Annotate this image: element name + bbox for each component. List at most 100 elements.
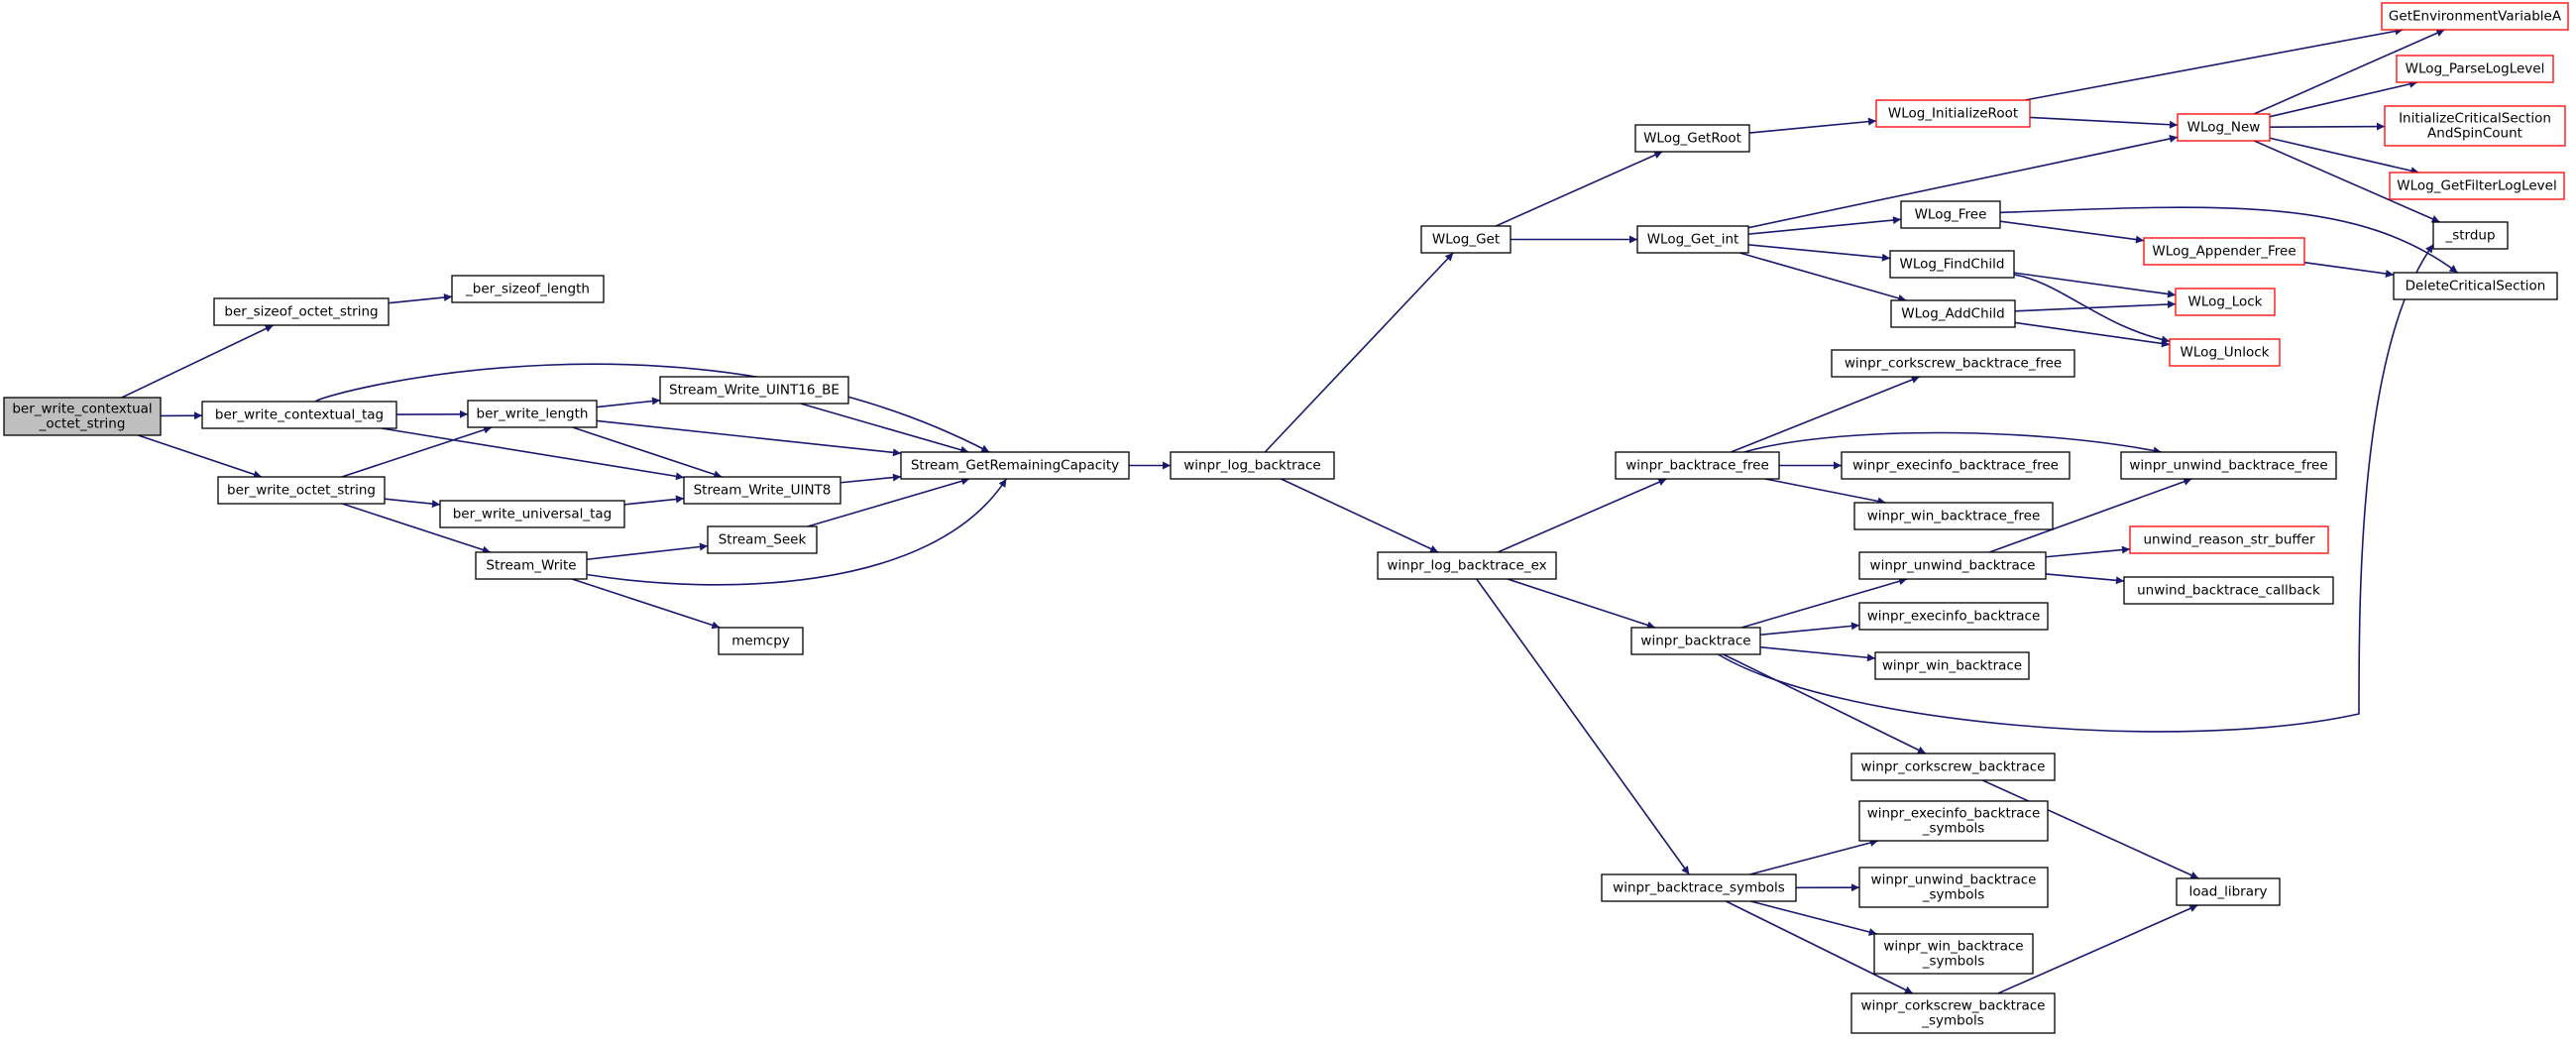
edge-WLog_New-to-WLog_GetFilterLogLevel xyxy=(2269,137,2419,175)
node-WLog_Get_int[interactable]: WLog_Get_int xyxy=(1636,225,1749,254)
node-label: Stream_GetRemainingCapacity xyxy=(911,458,1119,474)
node-label: unwind_reason_str_buffer xyxy=(2143,532,2315,548)
edge-winpr_backtrace_free-to-winpr_unwind_backtrace_free xyxy=(1743,431,2162,455)
node-label: winpr_corkscrew_backtrace_free xyxy=(1845,356,2062,372)
node-label: WLog_Free xyxy=(1915,207,1987,223)
node-label: memcpy xyxy=(731,634,790,649)
node-winpr_corkscrew_backtrace[interactable]: winpr_corkscrew_backtrace xyxy=(1850,753,2056,781)
edge-ber_write_universal_tag-to-Stream_Write_UINT8 xyxy=(623,495,685,506)
node-WLog_InitializeRoot[interactable]: WLog_InitializeRoot xyxy=(1875,99,2031,128)
node-box xyxy=(1858,602,2049,631)
node-box xyxy=(683,476,841,505)
node-box xyxy=(2432,221,2509,250)
node-WLog_Get[interactable]: WLog_Get xyxy=(1420,225,1512,254)
node-ber_write_universal_tag[interactable]: ber_write_universal_tag xyxy=(439,500,625,528)
node-winpr_backtrace_free[interactable]: winpr_backtrace_free xyxy=(1615,451,1780,480)
node-label: WLog_Get_int xyxy=(1647,232,1739,248)
edge-WLog_Get-to-WLog_GetRoot xyxy=(1495,151,1663,227)
edge-winpr_backtrace_free-to-winpr_win_backtrace_free xyxy=(1764,478,1886,506)
node-box xyxy=(1630,627,1761,655)
edge-winpr_corkscrew_backtrace-to-load_library xyxy=(1981,779,2199,879)
node-winpr_win_backtrace[interactable]: winpr_win_backtrace xyxy=(1874,651,2030,680)
edge-root-to-ber_write_octet_string xyxy=(138,434,263,479)
node-box xyxy=(1831,349,2075,378)
node-Stream_Seek[interactable]: Stream_Seek xyxy=(707,525,818,554)
node-box xyxy=(2176,877,2281,906)
edge-ber_write_length-to-Stream_GetRemainingCapacity xyxy=(596,419,902,457)
node-winpr_corkscrew_backtrace_free[interactable]: winpr_corkscrew_backtrace_free xyxy=(1831,349,2075,378)
node-ber_write_contextual_tag[interactable]: ber_write_contextual_tag xyxy=(201,401,397,429)
node-winpr_corkscrew_backtrace_symbols[interactable]: winpr_corkscrew_backtrace_symbols xyxy=(1850,992,2056,1034)
node-WLog_ParseLogLevel[interactable]: WLog_ParseLogLevel xyxy=(2396,55,2554,83)
node-label: Stream_Write_UINT8 xyxy=(694,483,832,499)
node-label: Stream_Write xyxy=(486,558,576,574)
node-winpr_execinfo_backtrace_symbols[interactable]: winpr_execinfo_backtrace_symbols xyxy=(1858,800,2049,842)
node-DeleteCriticalSection[interactable]: DeleteCriticalSection xyxy=(2393,272,2558,300)
node-load_library[interactable]: load_library xyxy=(2176,877,2281,906)
node-box xyxy=(2120,451,2337,480)
node-_strdup[interactable]: _strdup xyxy=(2432,221,2509,250)
node-unwind_backtrace_callback[interactable]: unwind_backtrace_callback xyxy=(2123,576,2334,605)
node-label: WLog_AddChild xyxy=(1901,306,2004,322)
node-unwind_reason_str_buffer[interactable]: unwind_reason_str_buffer xyxy=(2129,525,2329,554)
node-winpr_log_backtrace_ex[interactable]: winpr_log_backtrace_ex xyxy=(1377,551,1557,580)
node-ber_write_length[interactable]: ber_write_length xyxy=(467,400,598,428)
node-winpr_win_backtrace_symbols[interactable]: winpr_win_backtrace_symbols xyxy=(1873,933,2034,975)
node-box xyxy=(213,297,390,326)
node-GetEnvironmentVariableA[interactable]: GetEnvironmentVariableA xyxy=(2381,2,2569,31)
edge-winpr_backtrace_symbols-to-winpr_execinfo_backtrace_symbols xyxy=(1749,839,1879,875)
node-box xyxy=(2175,288,2276,316)
node-winpr_unwind_backtrace_symbols[interactable]: winpr_unwind_backtrace_symbols xyxy=(1858,867,2049,908)
node-WLog_Free[interactable]: WLog_Free xyxy=(1900,200,2001,229)
edge-Stream_Write_UINT16_BE-to-Stream_GetRemainingCapacity xyxy=(800,403,969,454)
node-winpr_backtrace[interactable]: winpr_backtrace xyxy=(1630,627,1761,655)
node-_ber_sizeof_length[interactable]: _ber_sizeof_length xyxy=(451,275,605,303)
node-ber_write_octet_string[interactable]: ber_write_octet_string xyxy=(217,476,386,505)
node-label: WLog_ParseLogLevel xyxy=(2406,61,2545,77)
node-winpr_backtrace_symbols[interactable]: winpr_backtrace_symbols xyxy=(1601,873,1797,902)
node-Stream_Write_UINT16_BE[interactable]: Stream_Write_UINT16_BE xyxy=(659,376,849,405)
node-label: winpr_execinfo_backtrace xyxy=(1867,806,2041,822)
node-label: load_library xyxy=(2188,884,2267,900)
node-winpr_execinfo_backtrace_free[interactable]: winpr_execinfo_backtrace_free xyxy=(1841,451,2071,480)
node-winpr_unwind_backtrace[interactable]: winpr_unwind_backtrace xyxy=(1858,551,2047,580)
node-Stream_Write[interactable]: Stream_Write xyxy=(475,551,588,580)
node-winpr_win_backtrace_free[interactable]: winpr_win_backtrace_free xyxy=(1853,502,2054,530)
node-box xyxy=(439,500,625,528)
edge-winpr_backtrace-to-winpr_execinfo_backtrace xyxy=(1759,622,1860,637)
node-Stream_GetRemainingCapacity[interactable]: Stream_GetRemainingCapacity xyxy=(900,451,1130,480)
edge-winpr_unwind_backtrace-to-unwind_reason_str_buffer xyxy=(2045,545,2131,558)
node-WLog_New[interactable]: WLog_New xyxy=(2177,113,2271,142)
node-Stream_Write_UINT8[interactable]: Stream_Write_UINT8 xyxy=(683,476,841,505)
node-WLog_FindChild[interactable]: WLog_FindChild xyxy=(1889,250,2015,279)
node-memcpy[interactable]: memcpy xyxy=(718,627,804,655)
node-WLog_GetRoot[interactable]: WLog_GetRoot xyxy=(1634,124,1750,153)
node-label: winpr_backtrace_free xyxy=(1625,458,1769,474)
node-label: InitializeCriticalSection xyxy=(2399,111,2551,127)
edge-Stream_Write-to-memcpy xyxy=(571,578,721,630)
node-WLog_Lock[interactable]: WLog_Lock xyxy=(2175,288,2276,316)
node-WLog_AddChild[interactable]: WLog_AddChild xyxy=(1890,299,2016,328)
node-WLog_GetFilterLogLevel[interactable]: WLog_GetFilterLogLevel xyxy=(2389,172,2565,200)
node-box xyxy=(1858,867,2049,908)
node-box xyxy=(1900,200,2001,229)
node-winpr_log_backtrace[interactable]: winpr_log_backtrace xyxy=(1170,451,1335,480)
node-box xyxy=(1853,502,2054,530)
node-ber_sizeof_octet_string[interactable]: ber_sizeof_octet_string xyxy=(213,297,390,326)
edge-WLog_Get_int-to-WLog_FindChild xyxy=(1747,244,1891,262)
node-label: WLog_Lock xyxy=(2188,294,2263,310)
node-box xyxy=(2123,576,2334,605)
node-box xyxy=(1875,99,2031,128)
node-box xyxy=(2384,105,2566,147)
edge-WLog_Appender_Free-to-DeleteCriticalSection xyxy=(2303,261,2395,278)
node-box xyxy=(1841,451,2071,480)
edge-WLog_AddChild-to-WLog_Unlock xyxy=(2014,321,2171,348)
node-winpr_unwind_backtrace_free[interactable]: winpr_unwind_backtrace_free xyxy=(2120,451,2337,480)
node-WLog_Unlock[interactable]: WLog_Unlock xyxy=(2169,338,2281,367)
node-box xyxy=(1858,800,2049,842)
node-box xyxy=(1890,299,2016,328)
node-winpr_execinfo_backtrace[interactable]: winpr_execinfo_backtrace xyxy=(1858,602,2049,631)
node-WLog_Appender_Free[interactable]: WLog_Appender_Free xyxy=(2143,237,2305,266)
